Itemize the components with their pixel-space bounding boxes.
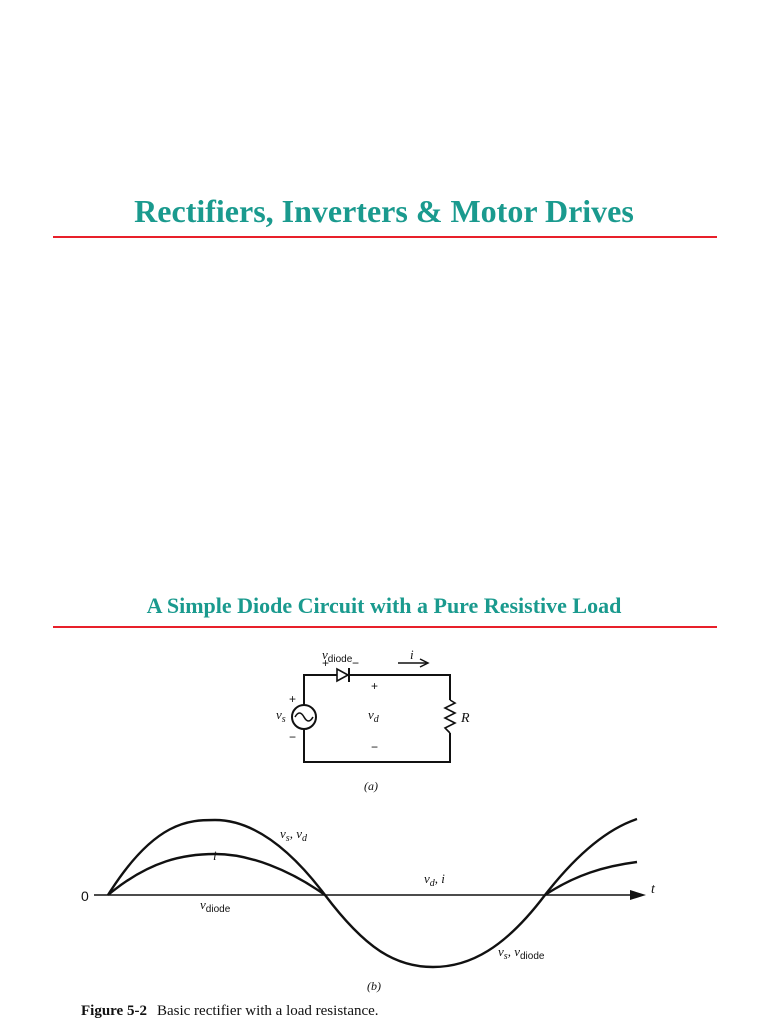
circuit-wire-top-right (349, 674, 451, 700)
v-diode-label: vdiode (322, 647, 353, 665)
diode-minus: − (352, 656, 359, 670)
vs-plus: + (289, 692, 296, 706)
circuit-caption-a: (a) (364, 779, 378, 793)
resistor-label: R (460, 711, 470, 726)
vd-minus: − (371, 740, 378, 754)
vd-label: vd (368, 707, 380, 725)
resistor-icon (443, 699, 457, 734)
vs-waveform (106, 817, 638, 969)
vs-vd-label: vs, vd (280, 826, 308, 844)
figure-5-2: vdiode + − i + + vs vd R − − (a) 0 t vs,… (81, 647, 656, 993)
title-divider (53, 236, 717, 238)
sine-glyph (294, 712, 314, 722)
subtitle-divider (53, 626, 717, 628)
current-label: i (410, 647, 414, 662)
slide-title: Rectifiers, Inverters & Motor Drives (134, 193, 634, 229)
figure-number: Figure 5-2 (81, 1003, 147, 1019)
circuit-wire-bottom (303, 729, 451, 763)
slide-subtitle: A Simple Diode Circuit with a Pure Resis… (146, 593, 622, 618)
vs-label: vs (276, 707, 286, 725)
i-waveform-1 (107, 852, 326, 896)
waveforms (94, 817, 646, 969)
waveform-caption-b: (b) (367, 979, 381, 993)
ac-source-icon (291, 704, 317, 730)
vs-minus: − (289, 730, 296, 744)
vdiode-label: vdiode (200, 897, 231, 915)
vd-i-label: vd, i (424, 871, 445, 889)
diode-icon (336, 667, 350, 683)
vs-vdiode-label: vs, vdiode (498, 944, 545, 962)
i-waveform-2 (544, 860, 638, 896)
time-axis-arrow (630, 890, 646, 900)
current-arrow-head (419, 658, 430, 668)
zero-label: 0 (81, 888, 89, 904)
circuit-wire-left-top (303, 674, 337, 705)
diode-plus: + (322, 656, 329, 670)
vd-plus: + (371, 679, 378, 693)
figure-caption-text: Basic rectifier with a load resistance. (156, 1003, 379, 1019)
i-label: i (213, 848, 217, 863)
figure-caption: Figure 5-2 Basic rectifier with a load re… (81, 1003, 379, 1020)
t-label: t (651, 882, 656, 897)
rectifier-circuit (291, 658, 457, 763)
